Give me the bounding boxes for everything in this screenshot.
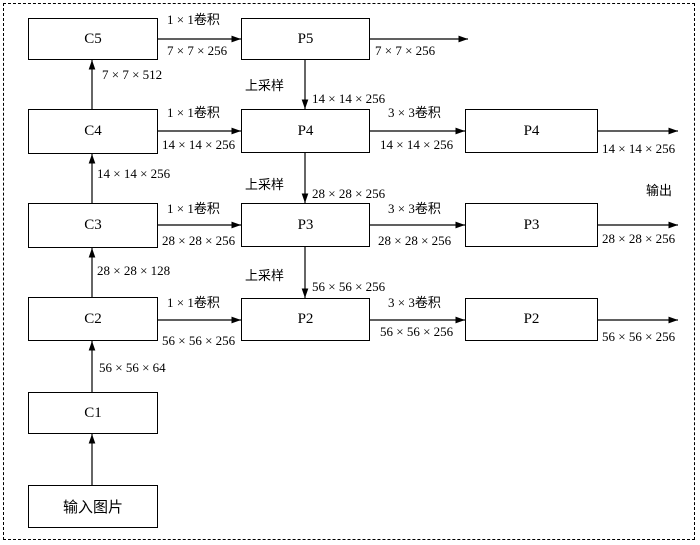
label-size-p3-p3out: 28 × 28 × 256 <box>378 233 452 248</box>
label-size-p3out-output: 28 × 28 × 256 <box>602 231 676 246</box>
label-conv3x3-p4: 3 × 3卷积 <box>388 105 441 120</box>
label-size-p5-out: 7 × 7 × 256 <box>375 43 436 58</box>
label-size-p4out-output: 14 × 14 × 256 <box>602 141 676 156</box>
c4-box: C4 <box>28 109 158 154</box>
label-size-c3-p3: 28 × 28 × 256 <box>162 233 236 248</box>
label-size-c4-p4: 14 × 14 × 256 <box>162 137 236 152</box>
label-c1-to-c2: 56 × 56 × 64 <box>99 360 166 375</box>
c5-box: C5 <box>28 18 158 60</box>
label-c4-to-c5: 7 × 7 × 512 <box>102 67 163 82</box>
label-conv1x1-c2: 1 × 1卷积 <box>167 295 220 310</box>
p5-box: P5 <box>241 18 370 60</box>
label-size-p3-p2: 56 × 56 × 256 <box>312 279 386 294</box>
c3-box: C3 <box>28 203 158 248</box>
label-size-c2-p2: 56 × 56 × 256 <box>162 333 236 348</box>
label-conv1x1-c5: 1 × 1卷积 <box>167 12 220 27</box>
label-output: 输出 <box>646 183 673 198</box>
p4-box: P4 <box>241 109 370 153</box>
label-c3-to-c4: 14 × 14 × 256 <box>97 166 171 181</box>
label-upsample-p3: 上采样 <box>245 268 285 283</box>
p2-box: P2 <box>241 298 370 341</box>
c1-box: C1 <box>28 392 158 434</box>
label-conv3x3-p2: 3 × 3卷积 <box>388 295 441 310</box>
p3-output-box: P3 <box>465 203 598 247</box>
label-conv3x3-p3: 3 × 3卷积 <box>388 201 441 216</box>
label-c2-to-c3: 28 × 28 × 128 <box>97 263 171 278</box>
label-size-p5-p4: 14 × 14 × 256 <box>312 91 386 106</box>
label-conv1x1-c3: 1 × 1卷积 <box>167 201 220 216</box>
label-size-c5-p5: 7 × 7 × 256 <box>167 43 228 58</box>
p2-output-box: P2 <box>465 298 598 341</box>
p3-box: P3 <box>241 203 370 247</box>
c2-box: C2 <box>28 297 158 341</box>
label-upsample-p4: 上采样 <box>245 177 285 192</box>
label-size-p4-p4out: 14 × 14 × 256 <box>380 137 454 152</box>
dashed-border-frame <box>3 3 695 540</box>
input-image-box: 输入图片 <box>28 485 158 528</box>
label-size-p2-p2out: 56 × 56 × 256 <box>380 324 454 339</box>
p4-output-box: P4 <box>465 109 598 153</box>
label-size-p4-p3: 28 × 28 × 256 <box>312 186 386 201</box>
label-conv1x1-c4: 1 × 1卷积 <box>167 105 220 120</box>
label-upsample-p5: 上采样 <box>245 78 285 93</box>
label-size-p2out-output: 56 × 56 × 256 <box>602 329 676 344</box>
